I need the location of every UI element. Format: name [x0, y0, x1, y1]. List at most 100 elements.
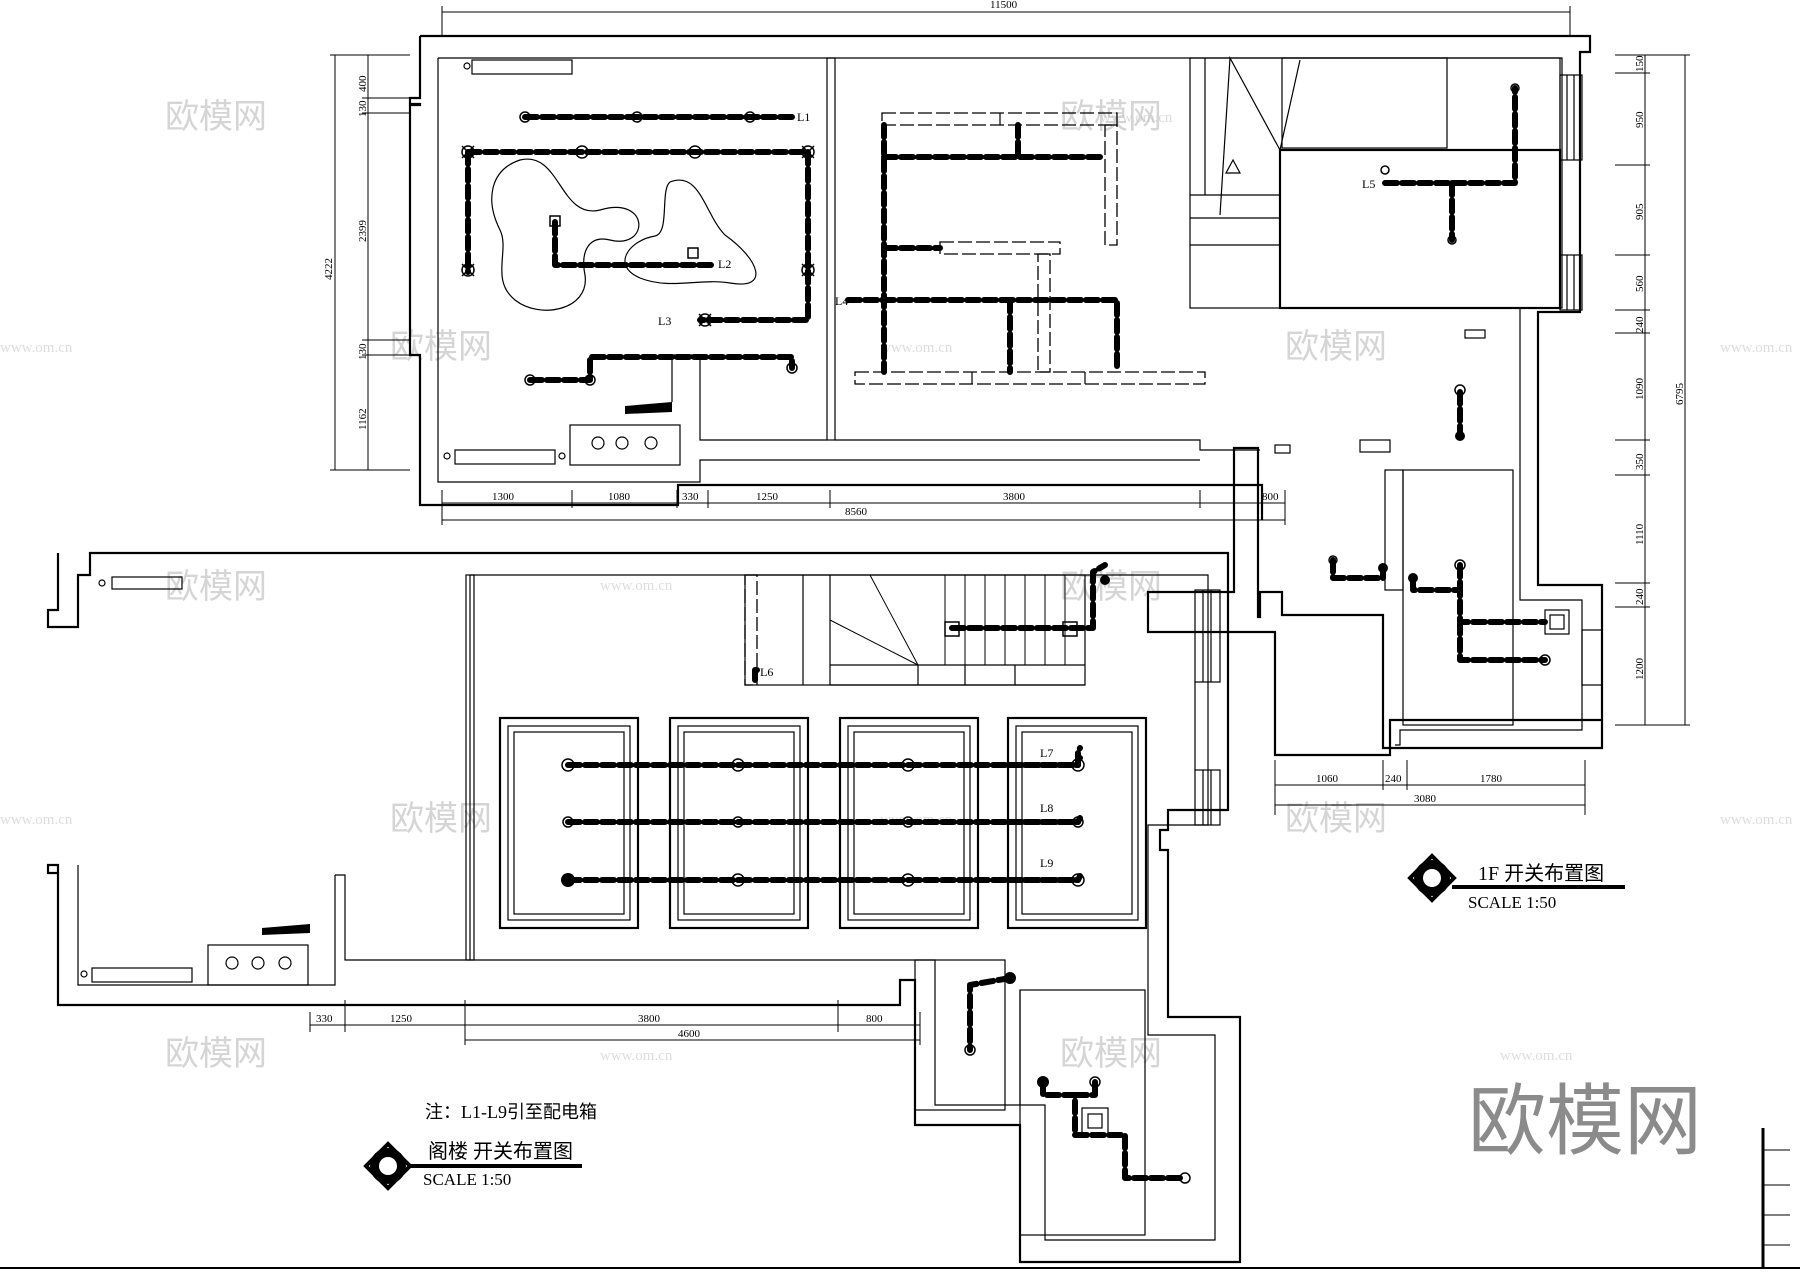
- fixture-dot: [98, 579, 106, 587]
- window: [1194, 589, 1221, 683]
- fixture-dot: [443, 452, 451, 460]
- dimension-label: 800: [866, 1013, 883, 1025]
- dimension-label: 1200: [1634, 658, 1646, 681]
- ceiling-dashed: [939, 241, 1061, 255]
- circuit-wire-l7: [1075, 745, 1083, 768]
- ceiling-dashed: [744, 574, 758, 686]
- watermark-brand: 欧模网: [1060, 568, 1162, 606]
- exterior-wall: [420, 34, 1604, 757]
- partition-wall: [699, 355, 827, 441]
- inner-wall-line: [438, 57, 1583, 746]
- stove-burner: [278, 956, 292, 970]
- dimension-label: 1110: [1634, 523, 1646, 545]
- exhaust-fan-icon: [1087, 1113, 1103, 1129]
- dimension-label: 3800: [1003, 491, 1026, 503]
- circuit-wire: [1330, 557, 1386, 581]
- stove-counter: [569, 424, 681, 466]
- bathroom-room: [1402, 469, 1514, 726]
- plan-scale: SCALE 1:50: [1468, 893, 1556, 912]
- wall-cabinet: [91, 967, 193, 983]
- fixture-dot: [463, 62, 471, 70]
- plan-title: 阁楼 开关布置图: [428, 1140, 573, 1163]
- dimension-label: 8560: [845, 506, 868, 518]
- circuit-wire: [1040, 1079, 1188, 1181]
- watermark-url: www.om.cn: [1500, 1048, 1573, 1064]
- stove-counter: [207, 944, 309, 986]
- dimension-label: 240: [1634, 316, 1646, 333]
- watermark-url: www.om.cn: [1100, 110, 1173, 126]
- section-symbol-icon: [1423, 869, 1441, 887]
- watermark-url: www.om.cn: [0, 812, 73, 828]
- dimension-label: 1090: [1634, 378, 1646, 401]
- circuit-label: L1: [797, 110, 810, 124]
- title-block-attic: 阁楼 开关布置图 SCALE 1:50: [363, 1140, 582, 1191]
- dimension-label: 130: [357, 100, 369, 117]
- watermark-logo: 欧模网: [1468, 1078, 1702, 1165]
- switch-dot-icon: [561, 575, 1110, 1088]
- watermark-layer: 欧模网 欧模网 欧模网 欧模网 欧模网 欧模网 欧模网 欧模网 欧模网 欧模网 …: [0, 98, 1793, 1073]
- dimension-label: 150: [1634, 55, 1646, 72]
- wall-cabinet: [471, 59, 573, 75]
- watermark-brand: 欧模网: [165, 98, 267, 136]
- dimension-label: 3800: [638, 1013, 661, 1025]
- dimension-label: 800: [1262, 491, 1279, 503]
- circuit-wire-l8: [565, 815, 1083, 825]
- door-stub: [1359, 439, 1391, 453]
- exterior-wall: [46, 551, 1242, 1264]
- stove-burner: [591, 436, 605, 450]
- circuit-label: L7: [1040, 746, 1053, 760]
- circuit-wire: [967, 975, 1013, 1053]
- circuit-wire: [949, 562, 1108, 631]
- circuit-wire: [1457, 619, 1548, 663]
- exhaust-fan-icon: [1544, 609, 1570, 635]
- watermark-brand: 欧模网: [1060, 1035, 1162, 1073]
- wall-cabinet: [454, 449, 556, 465]
- ceiling-dashed: [854, 371, 1206, 385]
- stove-burner: [644, 436, 658, 450]
- range-hood: [625, 402, 672, 414]
- section-symbol-icon: [379, 1157, 397, 1175]
- watermark-brand: 欧模网: [165, 568, 267, 606]
- circuit-wire-l5: [1382, 85, 1518, 186]
- dimension-label: 1060: [1316, 773, 1339, 785]
- circuit-label: L3: [658, 314, 671, 328]
- exhaust-fan-icon: [1549, 614, 1565, 630]
- plan-title: 1F 开关布置图: [1478, 862, 1604, 885]
- stair-treads: [829, 574, 1066, 666]
- window: [1559, 74, 1583, 161]
- circuit-wire-l7: [565, 755, 1083, 768]
- note-text: 注：L1-L9引至配电箱: [425, 1102, 597, 1122]
- watermark-brand: 欧模网: [390, 800, 492, 838]
- circuit-label: L9: [1040, 856, 1053, 870]
- bathroom-wall: [1384, 469, 1404, 591]
- stove-burner: [225, 956, 239, 970]
- stair-arrow: [1219, 55, 1301, 216]
- circuit-label: L4: [835, 294, 848, 308]
- door-stub: [1464, 329, 1486, 339]
- dimension-label: 3080: [1414, 793, 1437, 805]
- watermark-brand: 欧模网: [1285, 800, 1387, 838]
- fixture-dot: [80, 970, 88, 978]
- window: [1194, 769, 1221, 826]
- dimension-label: 1080: [608, 491, 631, 503]
- dimension-label: 1250: [390, 1013, 413, 1025]
- plan-attic: L6 L7 L8 L9 330 1250 3800 800 4600 注：L1-…: [46, 551, 1242, 1264]
- fixture-dot: [558, 452, 566, 460]
- circuit-wire-l2: [552, 219, 718, 268]
- inner-wall-line: [335, 874, 470, 961]
- watermark-brand: 欧模网: [390, 328, 492, 366]
- switch-dot-icon: [1378, 431, 1465, 583]
- partition-wall: [671, 354, 700, 402]
- partition-wall: [826, 57, 836, 441]
- stair-room: [1281, 57, 1448, 149]
- dimension-label: 950: [1634, 111, 1646, 128]
- door-stub: [1274, 444, 1291, 454]
- circuit-wire: [527, 354, 795, 383]
- ceiling-shape: [624, 179, 757, 285]
- circuit-label: L5: [1362, 177, 1375, 191]
- circuit-wire-l1: [465, 149, 811, 323]
- dimension-label: 130: [357, 343, 369, 360]
- light-fixture-icon: [561, 621, 1191, 1184]
- watermark-brand: 欧模网: [1285, 328, 1387, 366]
